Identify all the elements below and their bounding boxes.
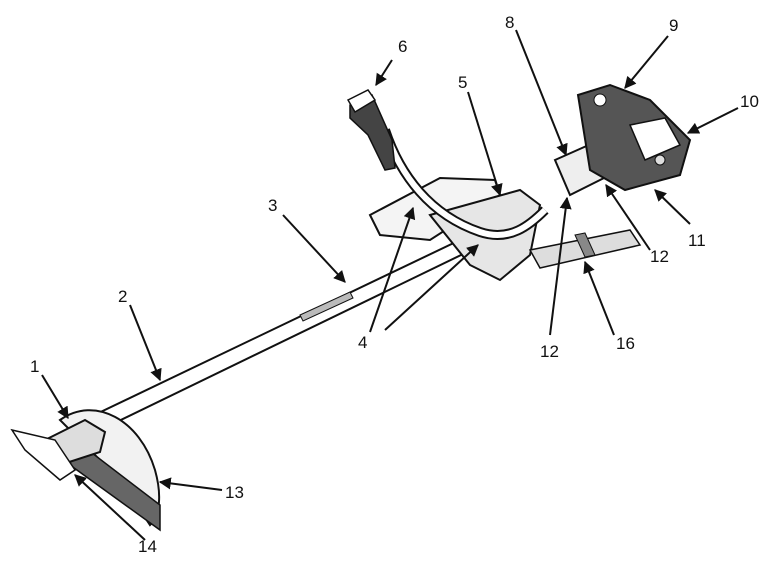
handle-bar <box>380 128 549 240</box>
callout-10: 10 <box>740 92 759 111</box>
callout-9: 9 <box>669 16 679 35</box>
callout-1: 1 <box>30 357 40 376</box>
callout-14: 14 <box>138 537 157 556</box>
drive-shaft <box>86 226 494 434</box>
callout-8: 8 <box>505 13 515 32</box>
callout-4: 4 <box>358 333 368 352</box>
callout-12-lower: 12 <box>540 342 559 361</box>
throttle-grip <box>346 89 396 171</box>
callout-5: 5 <box>458 73 468 92</box>
engine-assembly <box>553 83 692 197</box>
callout-arrows <box>41 29 739 541</box>
callout-2: 2 <box>118 287 128 306</box>
cutting-blade <box>10 428 77 481</box>
callout-12-right: 12 <box>650 247 669 266</box>
callout-3: 3 <box>268 196 278 215</box>
callout-16: 16 <box>616 334 635 353</box>
callout-6: 6 <box>398 37 408 56</box>
harness-strap <box>528 229 642 269</box>
callout-13: 13 <box>225 483 244 502</box>
callout-11: 11 <box>688 231 706 250</box>
